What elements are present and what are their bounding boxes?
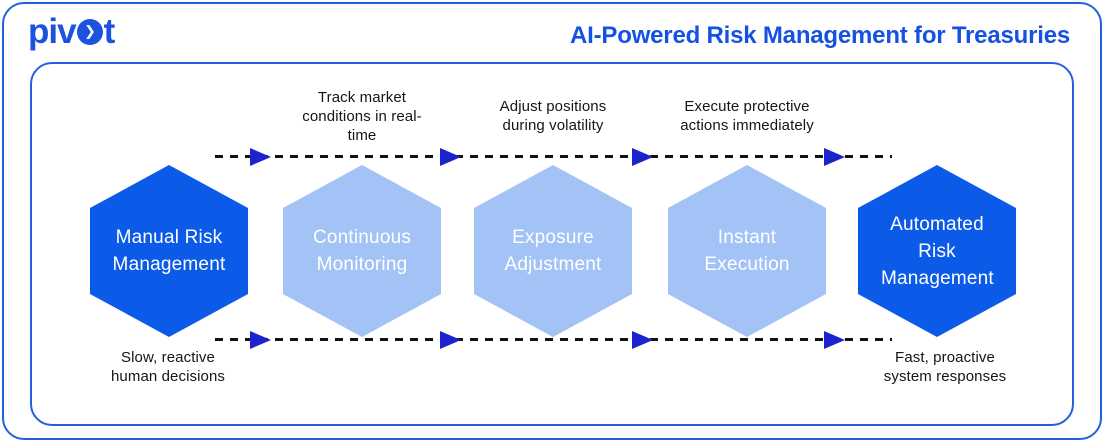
- annotation-track-market: Track market conditions in real- time: [302, 89, 422, 144]
- arrowhead-icon: [440, 331, 461, 349]
- arrowhead-icon: [250, 331, 271, 349]
- diagram-panel: Track market conditions in real- time Ad…: [30, 62, 1074, 426]
- bottom-flow-arrow: [215, 331, 892, 349]
- arrowhead-icon: [824, 331, 845, 349]
- arrowhead-icon: [250, 148, 271, 166]
- stage-manual-risk-management: Manual Risk Management: [90, 165, 248, 337]
- dashed-line: [215, 338, 892, 341]
- top-flow-arrow: [215, 148, 892, 166]
- logo-text-suffix: t: [103, 12, 116, 51]
- stage-instant-execution: Instant Execution: [668, 165, 826, 337]
- stage-label: Exposure Adjustment: [504, 227, 602, 275]
- logo-text-prefix: piv: [28, 12, 77, 51]
- pivot-logo: piv ❯ t: [28, 12, 116, 51]
- annotation-adjust-positions: Adjust positions during volatility: [499, 98, 607, 134]
- arrowhead-icon: [824, 148, 845, 166]
- annotation-execute-actions: Execute protective actions immediately: [680, 98, 814, 134]
- stage-continuous-monitoring: Continuous Monitoring: [283, 165, 441, 337]
- page-title: AI-Powered Risk Management for Treasurie…: [570, 22, 1070, 49]
- annotation-fast-proactive: Fast, proactive system responses: [883, 349, 1007, 385]
- stage-automated-risk-management: Automated Risk Management: [858, 165, 1016, 337]
- dashed-line: [215, 155, 892, 158]
- stage-label: Continuous Monitoring: [312, 227, 412, 275]
- stage-exposure-adjustment: Exposure Adjustment: [474, 165, 632, 337]
- stage-label: Instant Execution: [704, 227, 790, 275]
- arrowhead-icon: [440, 148, 461, 166]
- stage-label: Automated Risk Management: [881, 213, 994, 289]
- chevron-right-icon: ❯: [84, 22, 96, 39]
- annotation-slow-reactive: Slow, reactive human decisions: [110, 349, 226, 385]
- stage-label: Manual Risk Management: [112, 227, 226, 275]
- arrowhead-icon: [632, 331, 653, 349]
- arrowhead-icon: [632, 148, 653, 166]
- logo-circle-icon: ❯: [76, 19, 103, 45]
